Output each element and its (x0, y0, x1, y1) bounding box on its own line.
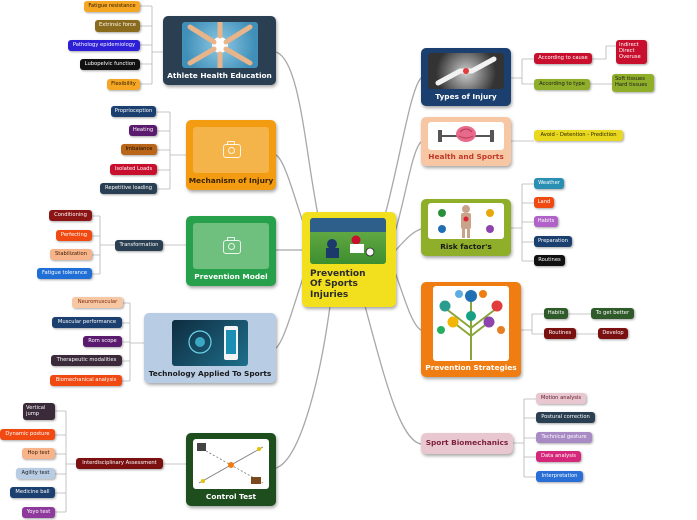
leaf-agility-test[interactable]: Agility test (16, 468, 55, 479)
topic-control-test[interactable]: Control Test (186, 433, 276, 506)
topic-title: Athlete Health Education (167, 72, 272, 80)
topic-mechanism-of-injury[interactable]: Mechanism of Injury (186, 120, 276, 190)
health-and-sports-image (428, 122, 504, 150)
camera-icon (223, 144, 241, 158)
leaf-muscular-performance[interactable]: Muscular performance (52, 317, 122, 328)
topic-title: Sport Biomechanics (426, 439, 509, 447)
topic-technology-applied-to-sports[interactable]: Technology Applied To Sports (144, 313, 276, 383)
leaf-perfecting[interactable]: Perfecting (56, 230, 92, 241)
leaf-technical-gesture[interactable]: Technical gesture (536, 432, 592, 443)
topic-health-and-sports[interactable]: Health and Sports (421, 117, 511, 166)
leaf-strategy-routines[interactable]: Routines (544, 328, 576, 339)
topic-sport-biomechanics[interactable]: Sport Biomechanics (421, 433, 513, 454)
leaf-avoid-detention-prediction[interactable]: Avoid - Detention - Prediction (534, 130, 623, 141)
leaf-isolated-loads[interactable]: Isolated Loads (110, 164, 157, 175)
leaf-weather[interactable]: Weather (534, 178, 564, 189)
camera-icon (223, 240, 241, 254)
leaf-postural-correction[interactable]: Postural correction (536, 412, 595, 423)
topic-risk-factors[interactable]: Risk factor's (421, 199, 511, 256)
link-mechanism (276, 155, 305, 228)
leaf-tissue-types[interactable]: Soft tissues Hard tissues (612, 74, 654, 92)
leaf-heating[interactable]: Heating (129, 125, 157, 136)
types-of-injury-image (428, 53, 504, 89)
leaf-biomechanical-analysis[interactable]: Biomechanical analysis (50, 375, 122, 386)
image-placeholder (193, 223, 269, 269)
link-strategies (395, 272, 421, 330)
leaf-motion-analysis[interactable]: Motion analysis (536, 393, 586, 404)
leaf-preparation[interactable]: Preparation (534, 236, 572, 247)
leaf-hop-test[interactable]: Hop test (22, 448, 55, 459)
topic-prevention-model[interactable]: Prevention Model (186, 216, 276, 286)
control-test-image (193, 439, 269, 489)
leaf-conditioning[interactable]: Conditioning (49, 210, 92, 221)
topic-title: Prevention Model (194, 273, 267, 281)
risk-factors-image (428, 203, 504, 239)
topic-title: Mechanism of Injury (189, 177, 274, 185)
topic-types-of-injury[interactable]: Types of Injury (421, 48, 511, 106)
leaf-fatigue-resistance[interactable]: Fatigue resistance (84, 1, 140, 12)
technology-image (172, 320, 248, 366)
leaf-neuromuscular[interactable]: Neuromuscular (72, 297, 123, 308)
leaf-habits[interactable]: Habits (534, 216, 558, 227)
leaf-routines[interactable]: Routines (534, 255, 565, 266)
leaf-data-analysis[interactable]: Data analysis (536, 451, 581, 462)
topic-athlete-health-education[interactable]: Athlete Health Education (163, 16, 276, 85)
leaf-flexibility[interactable]: Flexibility (107, 79, 140, 90)
leaf-stabilization[interactable]: Stabilization (50, 249, 92, 260)
link-technology (276, 272, 305, 348)
leaf-vertical-jump[interactable]: Vertical jump (23, 403, 55, 420)
topic-title: Types of Injury (435, 93, 496, 101)
link-athlete-health (276, 52, 318, 215)
link-biomechanics (365, 306, 421, 444)
topic-title: Health and Sports (428, 153, 503, 161)
leaf-proprioception[interactable]: Proprioception (111, 106, 156, 117)
topic-title: Risk factor's (440, 243, 492, 251)
prevention-strategies-image (433, 286, 509, 361)
leaf-according-to-type[interactable]: According to type (534, 79, 590, 90)
leaf-extrinsic-force[interactable]: Extrinsic force (95, 20, 140, 32)
central-topic-title: Prevention Of Sports Injuries (310, 269, 366, 300)
leaf-lubopelvic-function[interactable]: Lubopelvic function (80, 59, 140, 70)
leaf-dynamic-posture[interactable]: Dynamic posture (0, 429, 55, 440)
leaf-cause-types[interactable]: Indirect Direct Overuse (616, 40, 647, 64)
topic-title: Prevention Strategies (425, 364, 516, 372)
leaf-repetitive-loading[interactable]: Repetitive loading (100, 183, 157, 194)
link-control-test (276, 306, 330, 468)
leaf-transformation[interactable]: Transformation (115, 240, 163, 251)
topic-prevention-strategies[interactable]: Prevention Strategies (421, 282, 521, 377)
topic-title: Control Test (206, 493, 256, 501)
leaf-therapeutic-modalities[interactable]: Therapeutic modalities (51, 355, 122, 366)
leaf-according-to-cause[interactable]: According to cause (534, 53, 592, 64)
leaf-to-get-better[interactable]: To get better (591, 308, 634, 319)
leaf-yoyo-test[interactable]: Yoyo test (22, 507, 55, 518)
leaf-rom-scope[interactable]: Rom scope (83, 336, 122, 347)
leaf-develop[interactable]: Develop (598, 328, 628, 339)
leaf-interdisciplinary-assessment[interactable]: Interdisciplinary Assessment (76, 458, 163, 469)
leaf-interpretation[interactable]: Interpretation (536, 471, 583, 482)
image-placeholder (193, 127, 269, 173)
leaf-medicine-ball[interactable]: Medicine ball (10, 487, 55, 498)
athlete-health-image (182, 22, 258, 68)
leaf-imbalance[interactable]: Imbalance (121, 144, 157, 155)
leaf-strategy-habits[interactable]: Habits (544, 308, 568, 319)
central-topic[interactable]: Prevention Of Sports Injuries (302, 212, 396, 307)
leaf-fatigue-tolerance[interactable]: Fatigue tolerance (37, 268, 92, 279)
link-types (385, 78, 421, 215)
leaf-land[interactable]: Land (534, 197, 554, 208)
leaf-pathology-epidemiology[interactable]: Pathology epidemiology (68, 40, 140, 51)
link-risk (396, 229, 421, 250)
central-image-soccer-injury (310, 218, 386, 264)
topic-title: Technology Applied To Sports (149, 370, 272, 378)
